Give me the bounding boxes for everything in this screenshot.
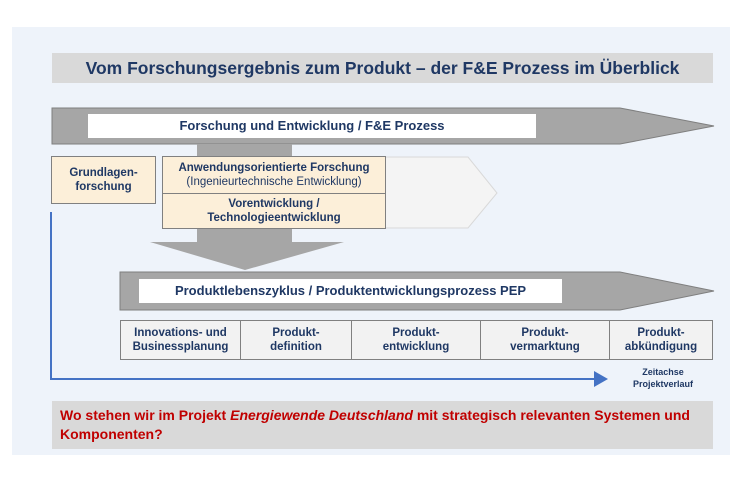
grundlagenforschung-box: Grundlagen- forschung bbox=[51, 156, 156, 204]
down-arrow bbox=[150, 228, 344, 270]
fe-process-label: Forschung und Entwicklung / F&E Prozess bbox=[88, 114, 536, 138]
phase-line1: Produkt- bbox=[637, 327, 685, 339]
phase-definition-box: Produkt- definition bbox=[240, 320, 352, 360]
timeline-axis bbox=[50, 212, 608, 387]
phase-line2: definition bbox=[270, 341, 322, 353]
grundlagen-line1: Grundlagen- bbox=[69, 167, 138, 179]
phase-line1: Innovations- und bbox=[134, 327, 227, 339]
phase-innovation-box: Innovations- und Businessplanung bbox=[120, 320, 241, 360]
phase-line2: vermarktung bbox=[510, 341, 580, 353]
phase-line2: abkündigung bbox=[624, 341, 698, 353]
phase-entwicklung-box: Produkt- entwicklung bbox=[351, 320, 481, 360]
anwendungsforschung-box: Anwendungsorientierte Forschung (Ingenie… bbox=[162, 156, 386, 194]
question-part1: Wo stehen wir im Projekt bbox=[60, 407, 231, 423]
anwendung-line1: Anwendungsorientierte Forschung bbox=[178, 162, 370, 174]
question-box: Wo stehen wir im Projekt Energiewende De… bbox=[52, 401, 713, 449]
vorentwicklung-box: Vorentwicklung / Technologieentwicklung bbox=[162, 193, 386, 229]
slide-title: Vom Forschungsergebnis zum Produkt – der… bbox=[52, 53, 713, 83]
question-part2: mit strategisch relevanten Systemen und … bbox=[60, 407, 690, 442]
vorentwicklung-line2: Technologieentwicklung bbox=[207, 212, 341, 224]
question-emphasis: Energiewende Deutschland bbox=[230, 407, 413, 423]
phase-line2: Businessplanung bbox=[132, 341, 229, 353]
timeline-line2: Projektverlauf bbox=[632, 379, 694, 389]
timeline-label: Zeitachse Projektverlauf bbox=[618, 366, 708, 390]
grundlagen-line2: forschung bbox=[75, 181, 132, 193]
pep-process-label: Produktlebenszyklus / Produktentwicklung… bbox=[139, 279, 562, 303]
phase-abkuendigung-box: Produkt- abkündigung bbox=[609, 320, 713, 360]
anwendung-line2: (Ingenieurtechnische Entwicklung) bbox=[186, 176, 362, 188]
vorentwicklung-line1: Vorentwicklung / bbox=[228, 198, 320, 210]
phase-line1: Produkt- bbox=[392, 327, 440, 339]
connector-bar bbox=[197, 144, 292, 158]
phase-line2: entwicklung bbox=[382, 341, 450, 353]
timeline-line1: Zeitachse bbox=[642, 367, 684, 377]
phase-line1: Produkt- bbox=[521, 327, 569, 339]
phase-line1: Produkt- bbox=[272, 327, 320, 339]
phase-vermarktung-box: Produkt- vermarktung bbox=[480, 320, 610, 360]
slide-background bbox=[12, 27, 730, 455]
